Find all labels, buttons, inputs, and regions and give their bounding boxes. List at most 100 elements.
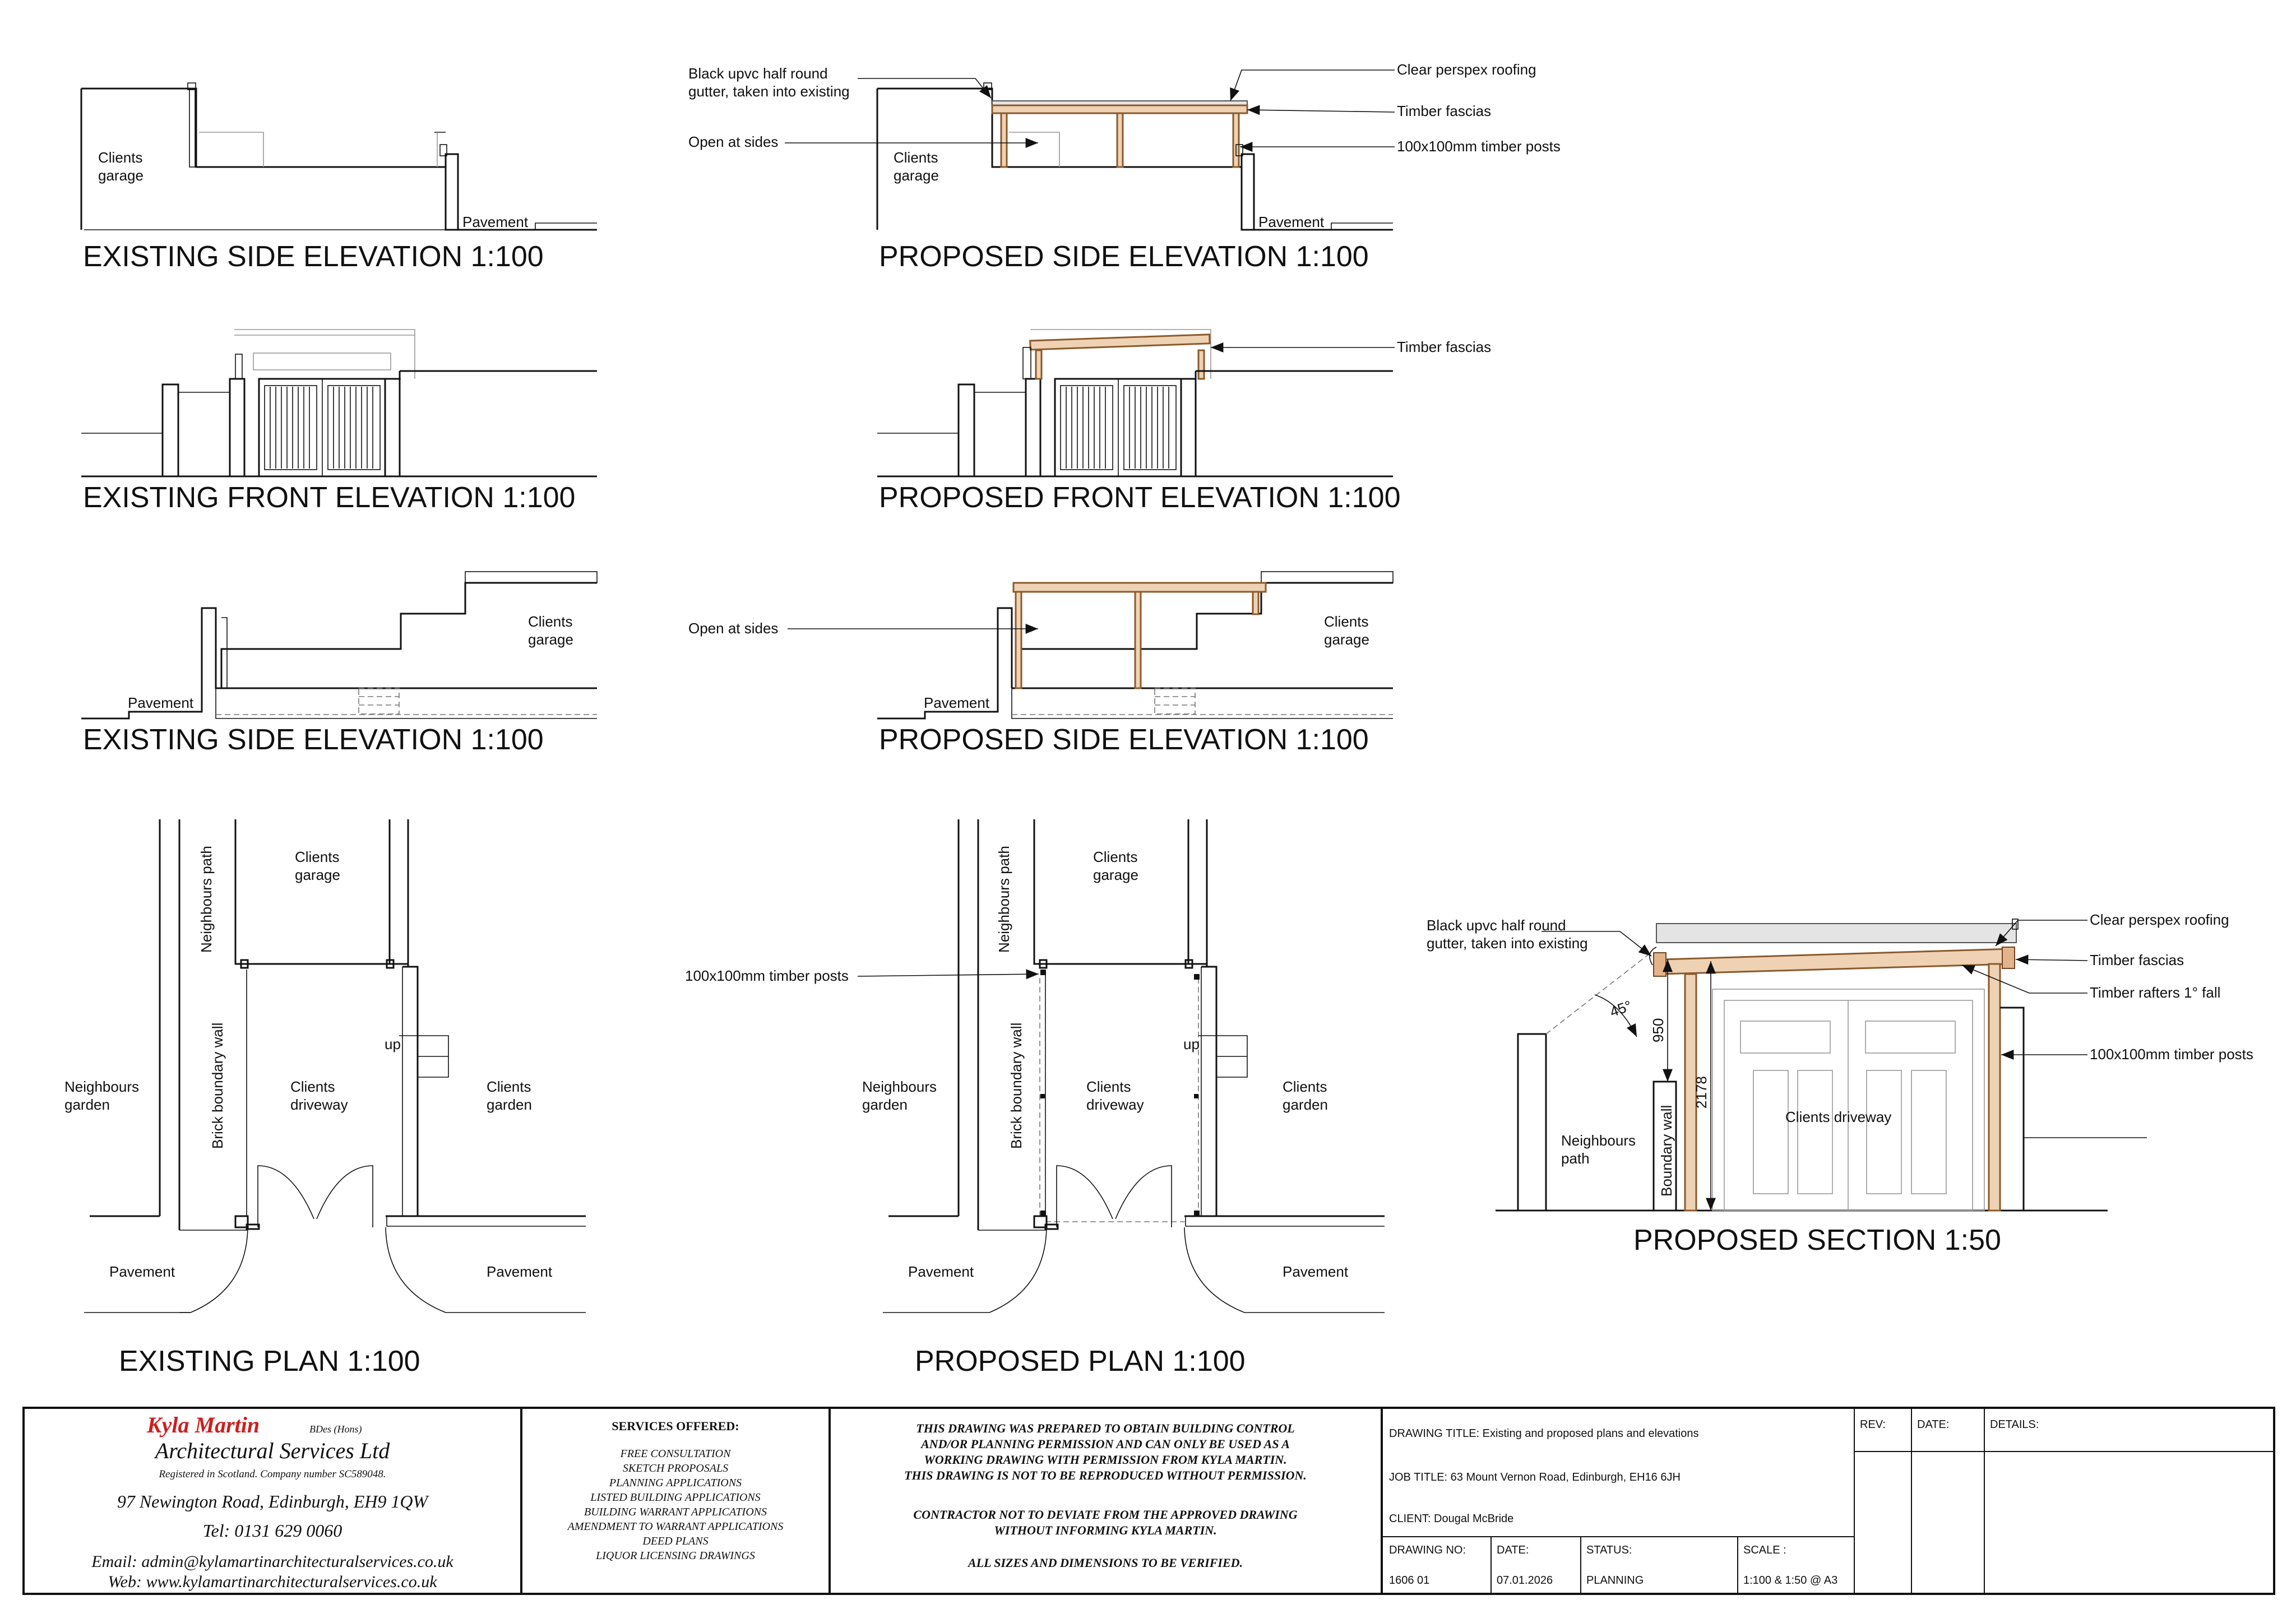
- notice-line: WORKING DRAWING WITH PERMISSION FROM KYL…: [924, 1453, 1286, 1467]
- status-label: STATUS:: [1586, 1544, 1632, 1556]
- v2-fascias-label: Timber fascias: [1397, 103, 1491, 119]
- service-item: SKETCH PROPOSALS: [623, 1462, 728, 1474]
- job-title: JOB TITLE: 63 Mount Vernon Road, Edinbur…: [1389, 1471, 1681, 1483]
- v2-garage-label: garage: [894, 167, 939, 184]
- v9-title: PROPOSED SECTION 1:50: [1633, 1224, 2001, 1256]
- services-heading: SERVICES OFFERED:: [612, 1419, 739, 1433]
- v2-open-sides-label: Open at sides: [688, 133, 778, 150]
- v6-open-sides-label: Open at sides: [688, 620, 778, 637]
- v6-pavement-label: Pavement: [924, 694, 990, 711]
- v8-clients-driveway-1: Clients: [1086, 1078, 1131, 1095]
- v9-angle-label: 45°: [1608, 997, 1634, 1021]
- date-value: 07.01.2026: [1497, 1574, 1553, 1587]
- company-quals: BDes (Hons): [309, 1423, 362, 1435]
- v6-clients-label: Clients: [1324, 613, 1368, 630]
- v7-garage-label: garage: [295, 866, 340, 883]
- v7-clients-driveway-1: Clients: [290, 1078, 335, 1095]
- v9-dim-950: 950: [1650, 1018, 1667, 1042]
- v7-pavement-left: Pavement: [109, 1263, 175, 1280]
- service-item: FREE CONSULTATION: [620, 1448, 732, 1460]
- details-label: DETAILS:: [1990, 1418, 2039, 1431]
- drawing-title: DRAWING TITLE: Existing and proposed pla…: [1389, 1427, 1699, 1440]
- service-item: BUILDING WARRANT APPLICATIONS: [584, 1506, 767, 1518]
- v7-clients-garden-1: Clients: [487, 1078, 531, 1095]
- v9-posts-label: 100x100mm timber posts: [2090, 1046, 2253, 1063]
- v7-clients-driveway-2: driveway: [290, 1096, 348, 1113]
- v2-gutter-label-2: gutter, taken into existing: [688, 83, 850, 100]
- drawing-no-value: 1606 01: [1389, 1574, 1429, 1587]
- v9-fascias-label: Timber fascias: [2090, 952, 2184, 968]
- service-item: PLANNING APPLICATIONS: [609, 1477, 742, 1489]
- proposed-side-elevation-top: [876, 82, 1393, 231]
- proposed-front-elevation: [877, 329, 1393, 477]
- proposed-section: [1496, 919, 2147, 1212]
- v7-up-label: up: [385, 1036, 401, 1052]
- services-list: FREE CONSULTATION SKETCH PROPOSALS PLANNIN…: [567, 1448, 784, 1562]
- rev-label: REV:: [1860, 1418, 1886, 1431]
- client-name: CLIENT: Dougal McBride: [1389, 1513, 1513, 1525]
- notice-text: THIS DRAWING WAS PREPARED TO OBTAIN BUIL…: [904, 1421, 1307, 1570]
- drawing-no-label: DRAWING NO:: [1389, 1544, 1466, 1556]
- rev-date-label: DATE:: [1917, 1418, 1949, 1431]
- v6-title: PROPOSED SIDE ELEVATION 1:100: [879, 724, 1369, 756]
- v9-clients-driveway-label: Clients driveway: [1785, 1109, 1891, 1125]
- notice-line: THIS DRAWING WAS PREPARED TO OBTAIN BUIL…: [916, 1421, 1294, 1435]
- v2-pavement-label: Pavement: [1258, 214, 1325, 230]
- service-item: LISTED BUILDING APPLICATIONS: [590, 1491, 760, 1504]
- verify-line: ALL SIZES AND DIMENSIONS TO BE VERIFIED.: [967, 1556, 1243, 1570]
- v8-clients-label: Clients: [1093, 848, 1137, 865]
- existing-front-elevation: [81, 329, 597, 477]
- v9-gutter-label-2: gutter, taken into existing: [1427, 935, 1588, 952]
- v8-neighbours-garden-2: garden: [862, 1096, 908, 1113]
- v8-garage-label: garage: [1093, 866, 1138, 883]
- tel-text: Tel: 0131 629 0060: [203, 1520, 342, 1541]
- v8-clients-driveway-2: driveway: [1086, 1096, 1144, 1113]
- v8-pavement-right: Pavement: [1283, 1263, 1349, 1280]
- notice-line: AND/OR PLANNING PERMISSION AND CAN ONLY …: [920, 1437, 1290, 1451]
- v8-title: PROPOSED PLAN 1:100: [915, 1345, 1246, 1378]
- gate-slats-existing: [264, 385, 381, 470]
- v7-neighbours-path-label: Neighbours path: [198, 846, 215, 953]
- v8-up-label: up: [1183, 1036, 1200, 1052]
- title-block: [22, 1407, 2275, 1595]
- existing-side-elevation-middle: [81, 571, 598, 720]
- proposed-side-elevation-middle: [877, 571, 1394, 720]
- scale-label: SCALE :: [1743, 1544, 1786, 1556]
- v5-clients-label: Clients: [528, 613, 572, 630]
- v5-pavement-label: Pavement: [128, 694, 194, 711]
- v7-pavement-right: Pavement: [487, 1263, 553, 1280]
- contractor-line: CONTRACTOR NOT TO DEVIATE FROM THE APPRO…: [913, 1508, 1297, 1522]
- existing-plan: [84, 819, 586, 1313]
- v5-garage-label: garage: [528, 631, 573, 648]
- v9-gutter-label-1: Black upvc half round: [1427, 917, 1566, 934]
- v2-title: PROPOSED SIDE ELEVATION 1:100: [879, 240, 1369, 273]
- v4-fascias-label: Timber fascias: [1397, 338, 1491, 355]
- v8-neighbours-path-label: Neighbours path: [996, 846, 1012, 953]
- v8-clients-garden-1: Clients: [1283, 1078, 1327, 1095]
- v9-perspex-label: Clear perspex roofing: [2090, 911, 2229, 928]
- v8-posts-label: 100x100mm timber posts: [685, 967, 849, 984]
- v3-title: EXISTING FRONT ELEVATION 1:100: [83, 481, 575, 514]
- v7-neighbours-garden-1: Neighbours: [64, 1078, 139, 1095]
- v5-title: EXISTING SIDE ELEVATION 1:100: [83, 724, 544, 756]
- v2-perspex-label: Clear perspex roofing: [1397, 61, 1536, 78]
- v1-clients-label: Clients: [98, 149, 142, 166]
- v6-garage-label: garage: [1324, 631, 1369, 648]
- proposed-plan: [883, 819, 1385, 1313]
- v9-path-label: path: [1561, 1150, 1590, 1167]
- existing-side-elevation-top: [80, 82, 597, 231]
- v2-gutter-label-1: Black upvc half round: [688, 65, 828, 82]
- v9-boundary-wall-label: Boundary wall: [1658, 1105, 1675, 1197]
- v4-title: PROPOSED FRONT ELEVATION 1:100: [879, 481, 1401, 514]
- v7-brick-wall-label: Brick boundary wall: [209, 1023, 226, 1149]
- v2-clients-label: Clients: [894, 149, 938, 166]
- v1-pavement-label: Pavement: [462, 214, 529, 230]
- v9-rafters-label: Timber rafters 1° fall: [2090, 984, 2220, 1001]
- v7-clients-label: Clients: [295, 848, 339, 865]
- v8-clients-garden-2: garden: [1283, 1096, 1328, 1113]
- v8-pavement-left: Pavement: [908, 1263, 974, 1280]
- v8-neighbours-garden-1: Neighbours: [862, 1078, 937, 1095]
- status-value: PLANNING: [1586, 1574, 1644, 1587]
- v1-title: EXISTING SIDE ELEVATION 1:100: [83, 240, 544, 273]
